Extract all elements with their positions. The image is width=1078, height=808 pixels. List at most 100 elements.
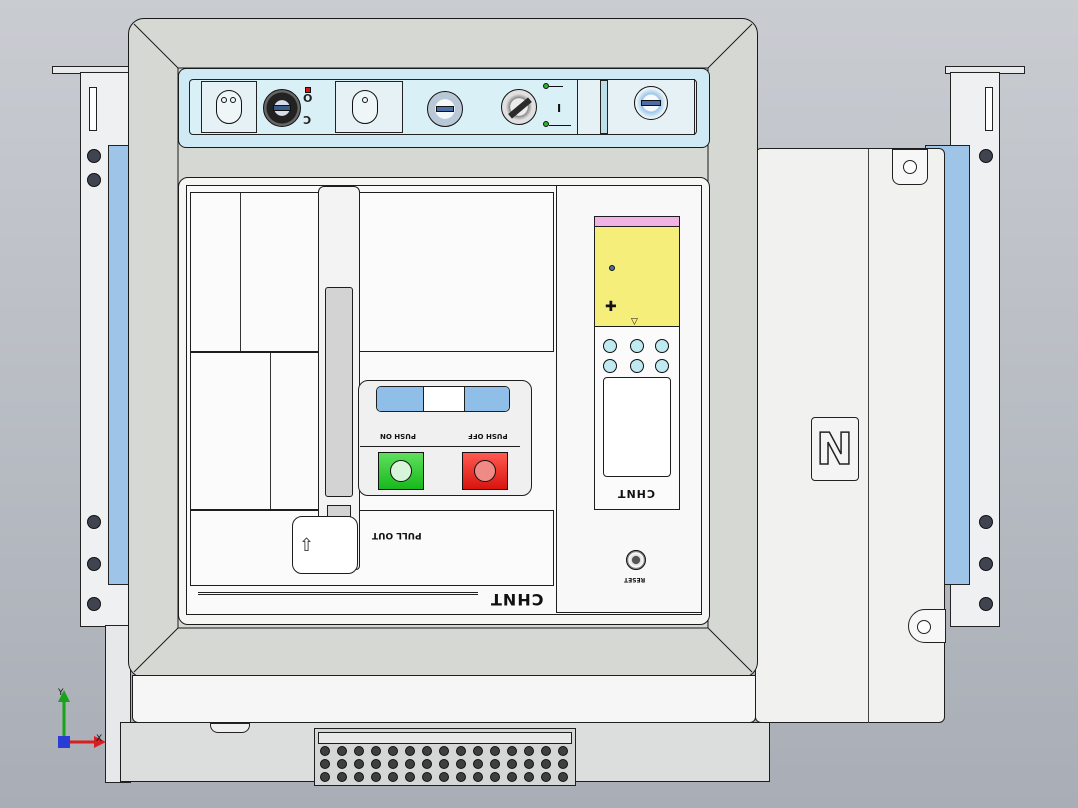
terminal-screw <box>541 746 551 756</box>
charging-handle-grip <box>325 287 353 497</box>
controller-display <box>603 377 671 477</box>
controller-indicator-dot <box>609 265 615 271</box>
left-frame-hole-2 <box>87 173 101 187</box>
switch-indicator-line <box>549 86 563 87</box>
push-knob-stripe <box>436 106 454 112</box>
terminal-screw <box>524 759 534 769</box>
terminal-screw <box>371 772 381 782</box>
terminal-screw <box>456 746 466 756</box>
key-lock-slot-icon <box>273 105 291 111</box>
switch-indicator-green-top <box>543 83 549 89</box>
push-off-button[interactable] <box>462 452 508 490</box>
mechanical-push-knob[interactable] <box>427 91 463 127</box>
right-frame-hole-2 <box>979 515 993 529</box>
terminal-screw <box>422 746 432 756</box>
terminal-screw <box>541 772 551 782</box>
push-on-button[interactable] <box>378 452 424 490</box>
controller-led-6[interactable] <box>655 359 669 373</box>
terminal-screw <box>456 759 466 769</box>
key-lock-knob[interactable] <box>263 89 301 127</box>
terminal-screw <box>354 772 364 782</box>
terminal-screw <box>337 746 347 756</box>
bracket-hole <box>917 620 931 634</box>
terminal-screw <box>354 759 364 769</box>
terminal-screw <box>473 772 483 782</box>
push-on-label: PUSH ON <box>380 432 416 440</box>
right-frame-slot <box>985 87 993 131</box>
upper-panel-divider <box>240 193 241 351</box>
pull-out-arrow-icon: ⇧ <box>299 535 315 556</box>
switch-indicator-green-bottom <box>543 121 549 127</box>
terminal-screw <box>439 759 449 769</box>
reset-button[interactable] <box>626 550 646 570</box>
bottom-stripe <box>198 592 478 595</box>
breaker-lower-skirt <box>132 675 756 723</box>
terminal-screw <box>405 746 415 756</box>
terminal-screw-rows <box>320 746 574 786</box>
neutral-inner-line <box>868 149 869 723</box>
right-frame-hole-1 <box>979 149 993 163</box>
padlock-oval-icon[interactable] <box>216 90 242 124</box>
controller-led-2[interactable] <box>630 339 644 353</box>
terminal-screw <box>320 759 330 769</box>
lower-panel-divider <box>270 353 271 509</box>
neutral-phase-label: N <box>815 423 854 476</box>
selector-lever-icon <box>508 97 532 119</box>
switch-on-symbol: I <box>557 101 562 114</box>
terminal-screw <box>558 772 568 782</box>
main-brand-logo: CHNT <box>490 590 544 609</box>
window-round-knob[interactable] <box>634 86 668 120</box>
controller-cap <box>595 217 679 227</box>
switch-indicator-line <box>549 125 571 126</box>
axis-triad-icon <box>58 690 106 748</box>
terminal-screw <box>473 746 483 756</box>
terminal-screw <box>490 759 500 769</box>
slot-divider <box>600 80 608 134</box>
terminal-screw <box>558 759 568 769</box>
terminal-screw <box>422 772 432 782</box>
terminal-screw <box>490 746 500 756</box>
terminal-screw <box>541 759 551 769</box>
controller-led-4[interactable] <box>603 359 617 373</box>
left-frame-hole-1 <box>87 149 101 163</box>
bottom-left-panel <box>190 510 554 586</box>
lock-red-marker <box>305 87 311 93</box>
push-on-button-icon <box>390 460 412 482</box>
left-frame-slot <box>89 87 97 131</box>
pull-out-label: PULL OUT <box>372 530 422 540</box>
state-indicator-middle <box>424 387 465 411</box>
charging-handle[interactable] <box>318 186 360 570</box>
terminal-screw <box>405 759 415 769</box>
terminal-screw <box>354 746 364 756</box>
window-knob-stripe <box>641 100 661 106</box>
terminal-screw <box>371 746 381 756</box>
terminal-screw <box>320 772 330 782</box>
base-slot <box>210 723 250 733</box>
terminal-screw <box>507 746 517 756</box>
terminal-screw <box>388 772 398 782</box>
button-row <box>360 446 520 494</box>
controller-led-5[interactable] <box>630 359 644 373</box>
controller-module: ✚ ▽ CHNT <box>594 216 680 510</box>
controller-led-3[interactable] <box>655 339 669 353</box>
state-indicator-bar <box>376 386 510 412</box>
padlock-oval-icon[interactable] <box>352 90 378 124</box>
terminal-screw <box>371 759 381 769</box>
pull-out-tab[interactable]: ⇧ <box>292 516 358 574</box>
reset-label: RESET <box>624 576 646 583</box>
terminal-screw <box>456 772 466 782</box>
push-off-button-icon <box>474 460 496 482</box>
terminal-screw <box>507 772 517 782</box>
accessory-slot-2 <box>335 81 403 133</box>
terminal-screw <box>473 759 483 769</box>
terminal-screw <box>439 746 449 756</box>
terminal-screw <box>388 759 398 769</box>
state-indicator-right <box>465 387 509 411</box>
neutral-label-plate: N <box>811 417 859 481</box>
axis-y-label: Y <box>58 688 64 698</box>
terminal-screw <box>558 746 568 756</box>
state-indicator-left <box>377 387 424 411</box>
selector-switch[interactable] <box>501 89 537 125</box>
controller-led-1[interactable] <box>603 339 617 353</box>
bracket-hole <box>903 160 917 174</box>
